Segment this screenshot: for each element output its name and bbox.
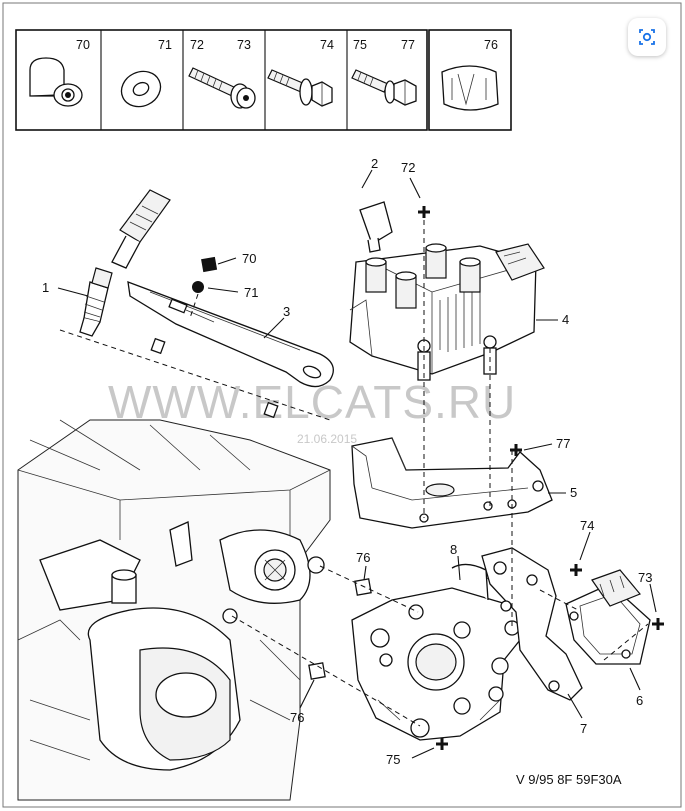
washer-icon [120,70,162,108]
flange-bolt-icon [188,67,256,109]
ignition-housing [351,563,521,741]
watermark-date: 21.06.2015 [297,432,357,446]
sleeve-b [308,662,326,680]
lead-bracket [127,281,334,388]
callout-75: 75 [386,752,400,767]
callout-leaders [57,169,657,759]
header-ref-71: 71 [158,38,172,52]
drawing-code: V 9/95 8F 59F30A [516,772,622,787]
callout-71: 71 [244,285,258,300]
ht-lead [111,150,393,269]
callout-70: 70 [242,251,256,266]
image-search-icon [639,29,655,45]
callout-76-upper: 76 [356,550,370,565]
callout-6: 6 [636,693,643,708]
callout-2: 2 [371,156,378,171]
ignition-module [565,569,651,665]
sleeve-icon [441,65,499,111]
spark-plug [79,267,113,337]
callout-76-lower: 76 [290,710,304,725]
callout-8: 8 [450,542,457,557]
callout-77: 77 [556,436,570,451]
header-ref-74: 74 [320,38,334,52]
image-search-button[interactable] [628,18,666,56]
header-ref-73: 73 [237,38,251,52]
callout-3: 3 [283,304,290,319]
callout-4: 4 [562,312,569,327]
callout-1: 1 [42,280,49,295]
hex-bolt-icon [351,69,417,106]
washer-small [192,281,204,293]
callout-7: 7 [580,721,587,736]
callout-74: 74 [580,518,594,533]
callout-72: 72 [401,160,415,175]
module-bracket [481,547,583,701]
callout-73: 73 [638,570,652,585]
header-ref-77: 77 [401,38,415,52]
header-ref-75: 75 [353,38,367,52]
cap-nut-small [201,256,218,273]
engine-block [17,419,331,801]
cap-nut-icon [29,57,83,107]
header-ref-72: 72 [190,38,204,52]
callout-5: 5 [570,485,577,500]
header-ref-76: 76 [484,38,498,52]
hex-bolt-washer-icon [267,69,333,107]
parts-header-table: 70 71 72 73 74 75 77 76 [15,29,512,131]
fastener-markers [418,206,664,750]
ignition-coil [349,243,545,381]
header-ref-70: 70 [76,38,90,52]
sleeve-a [354,578,372,596]
